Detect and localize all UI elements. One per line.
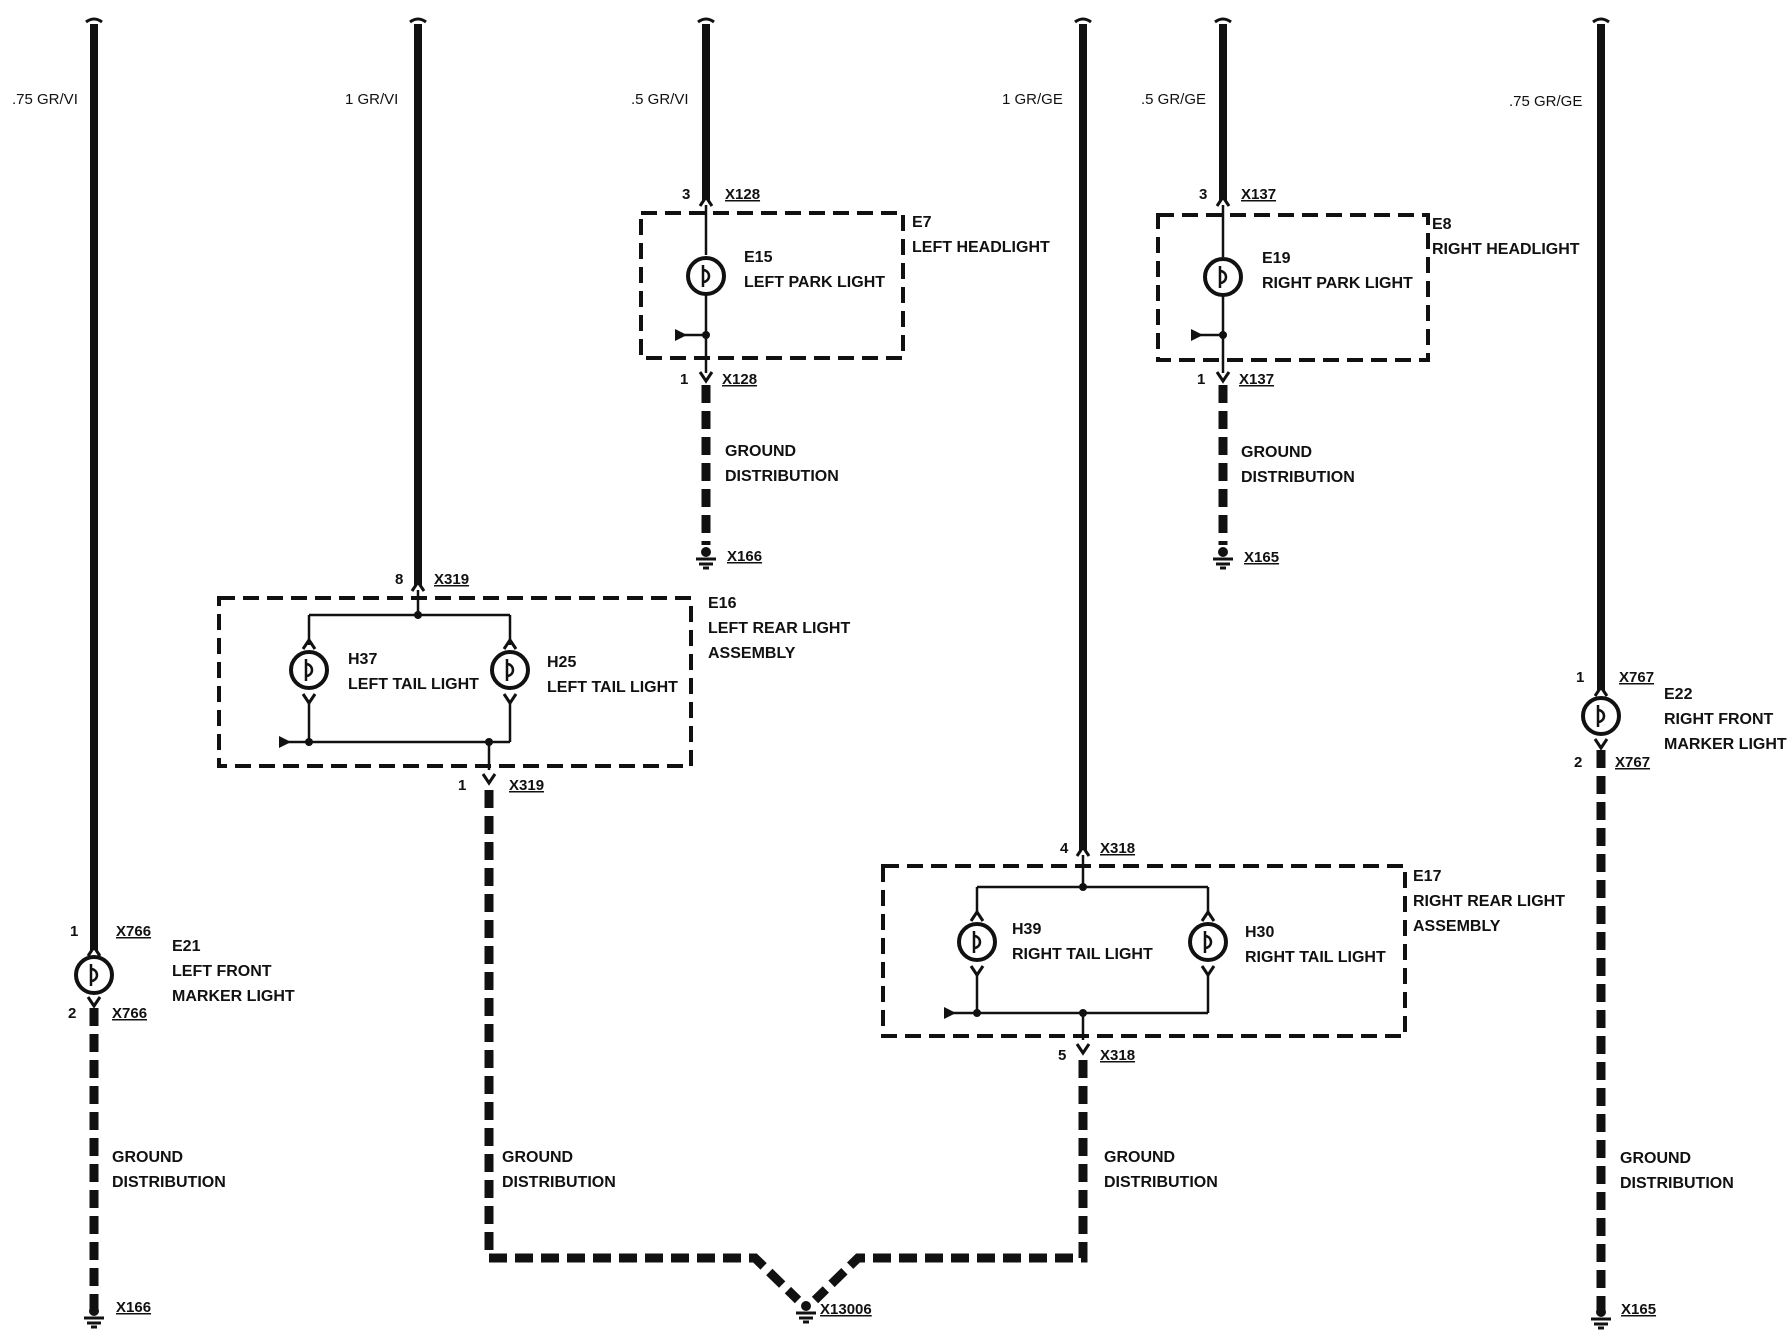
e17-id: E17 [1413, 868, 1442, 885]
e22-ground-line1: GROUND [1620, 1150, 1691, 1167]
e19-id: E19 [1262, 250, 1291, 267]
wire-label-3: .5 GR/VI [631, 91, 689, 108]
e22-bottom-connector: X767 [1615, 754, 1650, 771]
wire-label-5: .5 GR/GE [1141, 91, 1206, 108]
h30-name: RIGHT TAIL LIGHT [1245, 949, 1386, 966]
e7-top-pin: 3 [682, 186, 690, 203]
e7-top-connector: X128 [725, 186, 760, 203]
e21-ground-line2: DISTRIBUTION [112, 1174, 226, 1191]
e16-top-connector: X319 [434, 571, 469, 588]
shared-ground: X13006 [794, 1299, 872, 1324]
wire-label-6: .75 GR/GE [1509, 93, 1582, 110]
e21-ground-line1: GROUND [112, 1149, 183, 1166]
h25-id: H25 [547, 654, 576, 671]
circuit-right-headlight: .5 GR/GE 3 X137 E19 RIGHT PARK LIGHT E8 … [1141, 17, 1580, 570]
e8-bottom-connector: X137 [1239, 371, 1274, 388]
e7-ground-line1: GROUND [725, 443, 796, 460]
e16-id: E16 [708, 595, 737, 612]
e16-bottom-pin: 1 [458, 777, 466, 794]
e8-bottom-pin: 1 [1197, 371, 1205, 388]
e21-top-pin: 1 [70, 923, 78, 940]
e22-id: E22 [1664, 686, 1693, 703]
e22-ground-line2: DISTRIBUTION [1620, 1175, 1734, 1192]
e15-name: LEFT PARK LIGHT [744, 274, 885, 291]
e8-headlight-box [1156, 213, 1430, 362]
shared-ground-connector: X13006 [820, 1301, 872, 1318]
e8-ground-connector: X165 [1244, 549, 1279, 566]
e17-bottom-pin: 5 [1058, 1047, 1066, 1064]
wire-label-2: 1 GR/VI [345, 91, 398, 108]
e17-ground-line2: DISTRIBUTION [1104, 1174, 1218, 1191]
e22-name-line1: RIGHT FRONT [1664, 711, 1774, 728]
e16-name-line1: LEFT REAR LIGHT [708, 620, 850, 637]
circuit-left-headlight: .5 GR/VI 3 X128 E15 LEFT PARK LIGHT E7 L… [631, 17, 1050, 570]
e17-ground-line1: GROUND [1104, 1149, 1175, 1166]
e17-assembly-box [881, 864, 1407, 1038]
e22-ground-connector: X165 [1621, 1301, 1656, 1318]
e17-bottom-connector: X318 [1100, 1047, 1135, 1064]
e22-top-pin: 1 [1576, 669, 1584, 686]
wire-label-4: 1 GR/GE [1002, 91, 1063, 108]
h25-name: LEFT TAIL LIGHT [547, 679, 678, 696]
e17-name-line2: ASSEMBLY [1413, 918, 1501, 935]
e8-id: E8 [1432, 216, 1452, 233]
circuit-right-front-marker: .75 GR/GE 1 X767 E22 RIGHT FRONT MARKER … [1509, 17, 1787, 1330]
e21-bottom-connector: X766 [112, 1005, 147, 1022]
e16-assembly-box [217, 596, 693, 768]
e16-top-pin: 8 [395, 571, 403, 588]
e16-bottom-connector: X319 [509, 777, 544, 794]
e16-ground-line1: GROUND [502, 1149, 573, 1166]
e22-top-connector: X767 [1619, 669, 1654, 686]
e8-ground-line2: DISTRIBUTION [1241, 469, 1355, 486]
e7-headlight-box [639, 211, 905, 360]
e19-name: RIGHT PARK LIGHT [1262, 275, 1413, 292]
e8-ground-line1: GROUND [1241, 444, 1312, 461]
e8-name: RIGHT HEADLIGHT [1432, 241, 1580, 258]
e15-id: E15 [744, 249, 773, 266]
e21-id: E21 [172, 938, 201, 955]
e17-top-pin: 4 [1060, 840, 1069, 857]
e21-bottom-pin: 2 [68, 1005, 76, 1022]
circuit-right-rear-light: 1 GR/GE 4 X318 H39 RIGHT TAIL LIGHT H30 … [811, 17, 1565, 1304]
circuit-left-rear-light: 1 GR/VI 8 X319 H37 LEFT TAIL LIGHT H25 L… [217, 17, 850, 1304]
h37-name: LEFT TAIL LIGHT [348, 676, 479, 693]
e7-id: E7 [912, 214, 932, 231]
e8-top-connector: X137 [1241, 186, 1276, 203]
e8-top-pin: 3 [1199, 186, 1207, 203]
e7-name: LEFT HEADLIGHT [912, 239, 1050, 256]
h30-id: H30 [1245, 924, 1274, 941]
e21-ground-connector: X166 [116, 1299, 151, 1316]
e21-name-line2: MARKER LIGHT [172, 988, 295, 1005]
e7-bottom-connector: X128 [722, 371, 757, 388]
h37-id: H37 [348, 651, 377, 668]
e22-bottom-pin: 2 [1574, 754, 1582, 771]
e21-top-connector: X766 [116, 923, 151, 940]
e22-name-line2: MARKER LIGHT [1664, 736, 1787, 753]
circuit-left-front-marker: .75 GR/VI 1 X766 E21 LEFT FRONT MARKER L… [12, 17, 295, 1329]
e16-ground-line2: DISTRIBUTION [502, 1174, 616, 1191]
h39-id: H39 [1012, 921, 1041, 938]
e7-bottom-pin: 1 [680, 371, 688, 388]
e17-name-line1: RIGHT REAR LIGHT [1413, 893, 1565, 910]
e17-top-connector: X318 [1100, 840, 1135, 857]
e7-ground-line2: DISTRIBUTION [725, 468, 839, 485]
e21-name-line1: LEFT FRONT [172, 963, 272, 980]
e16-name-line2: ASSEMBLY [708, 645, 796, 662]
wire-label-1: .75 GR/VI [12, 91, 78, 108]
h39-name: RIGHT TAIL LIGHT [1012, 946, 1153, 963]
e7-ground-connector: X166 [727, 548, 762, 565]
